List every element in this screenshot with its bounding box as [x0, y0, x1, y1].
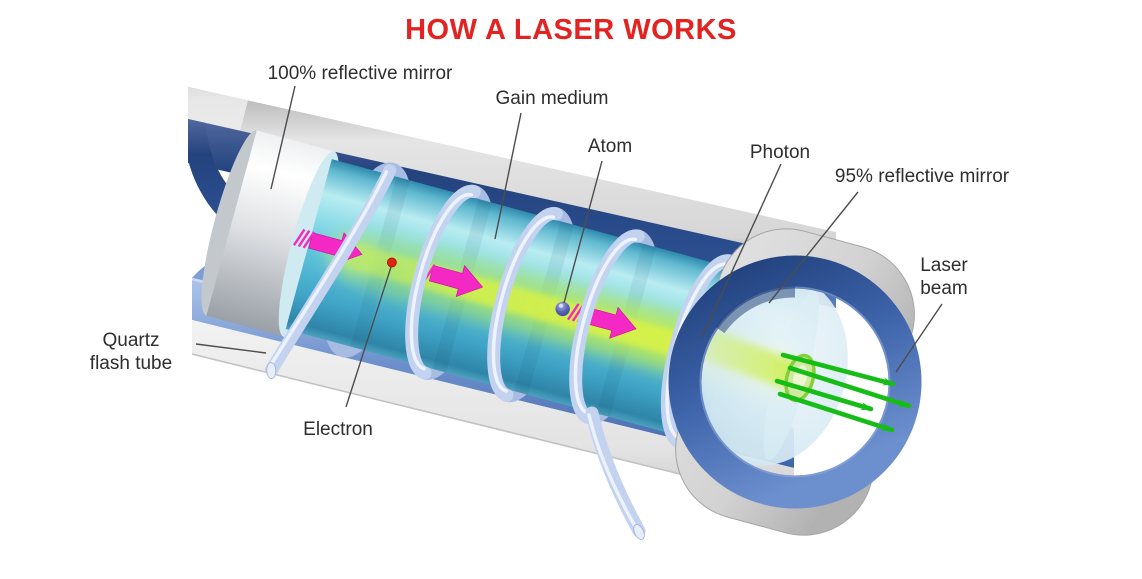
- laser-arrow: [787, 365, 912, 409]
- label-gain-medium: Gain medium: [496, 88, 609, 109]
- laser-arrow: [780, 352, 896, 387]
- coil-front-turn: [569, 229, 645, 425]
- laser-beam-arrows: [774, 352, 912, 433]
- leader-lines: [195, 85, 943, 408]
- leader-mirror100: [270, 85, 296, 190]
- label-laser-beam-line1: Laser: [920, 255, 968, 276]
- coil-outlet-strand: [585, 406, 646, 540]
- coil-inlet-strand: [265, 164, 397, 380]
- casing-top-outer-wall: [188, 87, 836, 264]
- label-laser-beam-line2: beam: [920, 278, 968, 299]
- coil-front-turn: [487, 207, 563, 402]
- leader-gain-medium: [494, 112, 522, 240]
- atom-sphere: [555, 301, 570, 317]
- label-mirror100: 100% reflective mirror: [268, 63, 453, 84]
- electron-dot: [386, 257, 397, 268]
- label-quartz-line2: flash tube: [90, 353, 172, 374]
- end-cap-cavity-shadow: [715, 286, 796, 334]
- leader-electron: [345, 266, 392, 408]
- coil-front-turn: [405, 184, 481, 380]
- label-atom: Atom: [588, 136, 632, 157]
- label-electron: Electron: [303, 419, 373, 440]
- laser-arrow: [777, 391, 895, 433]
- leader-photon: [701, 163, 782, 338]
- leader-atom: [563, 160, 603, 304]
- end-cap-blue-ring: [668, 255, 922, 509]
- leader-laser-beam: [895, 303, 943, 373]
- leader-mirror95: [768, 191, 859, 304]
- mirror-100-body: [206, 130, 334, 337]
- label-mirror95: 95% reflective mirror: [835, 166, 1010, 187]
- casing-top-left-cut-face: [188, 87, 248, 132]
- casing-bottom-outer-wall: [192, 320, 794, 503]
- page-title: HOW A LASER WORKS: [405, 14, 737, 46]
- leader-quartz: [195, 343, 267, 354]
- label-quartz-line1: Quartz: [102, 330, 159, 351]
- laser-arrow: [774, 378, 874, 412]
- label-photon: Photon: [750, 142, 810, 163]
